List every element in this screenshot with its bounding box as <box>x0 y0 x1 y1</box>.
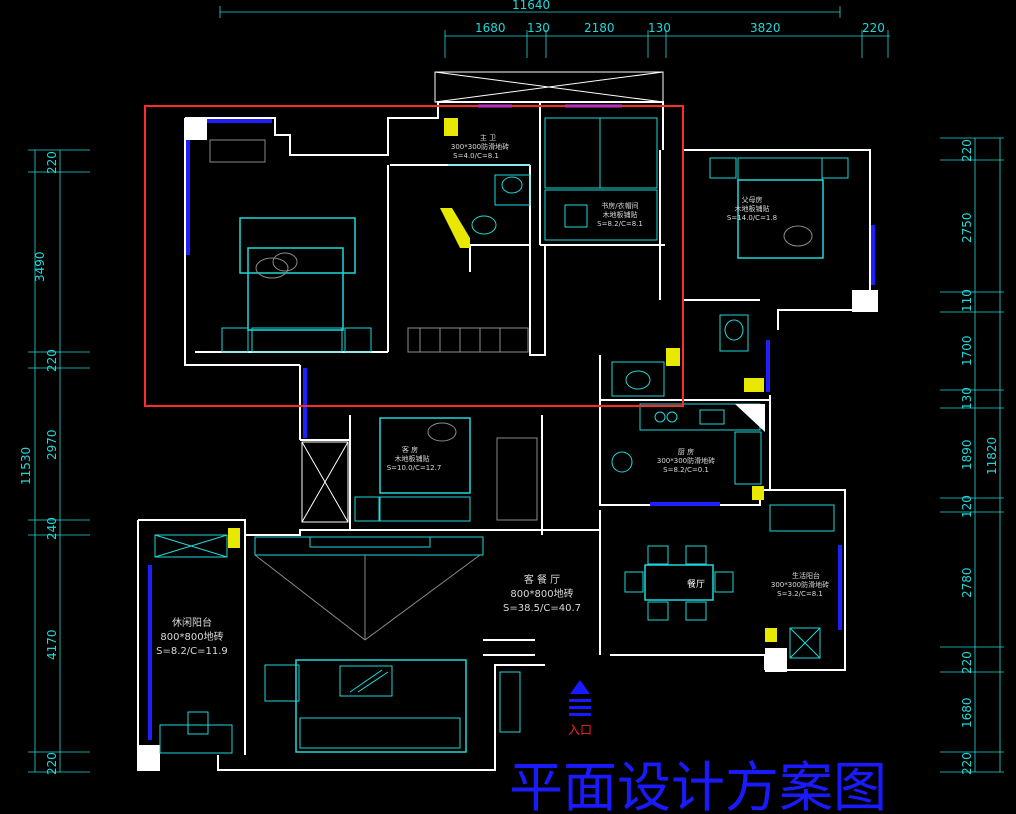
entrance-marker: 入口 <box>568 680 592 737</box>
basin <box>471 215 497 235</box>
parents-room-area: S=14.0/C=1.8 <box>727 214 777 222</box>
right-segment-11: 220 <box>960 752 974 775</box>
dining-name: 餐厅 <box>687 578 705 590</box>
parents-room-name: 父母房 <box>742 195 763 204</box>
top-segment-2: 130 <box>527 21 550 35</box>
master-bath-area: S=4.0/C=8.1 <box>453 152 499 160</box>
kitchen-area: S=8.2/C=0.1 <box>663 466 709 474</box>
living-dining-floor: 800*800地砖 <box>510 587 573 600</box>
page-title: 平面设计方案图 <box>509 756 887 814</box>
coffee-table <box>339 665 393 697</box>
dining-table <box>644 564 714 601</box>
master-headboard <box>239 217 356 274</box>
right-segment-10: 1680 <box>960 697 974 728</box>
right-total-dimension: 11820 <box>985 437 999 475</box>
top-segment-3: 2180 <box>584 21 615 35</box>
furniture <box>154 117 849 754</box>
right-segment-1: 220 <box>960 139 974 162</box>
column-marker <box>765 628 777 642</box>
left-segment-5: 240 <box>45 517 59 540</box>
column-marker <box>440 208 470 248</box>
right-segment-3: 110 <box>960 289 974 312</box>
guest-bed <box>379 417 471 494</box>
right-dimension: 11820 220 2750 110 1700 130 1890 120 278… <box>940 137 1004 775</box>
top-segment-5: 3820 <box>750 21 781 35</box>
kitchen-name: 厨 房 <box>678 447 694 456</box>
utility-balcony-area: S=3.2/C=8.1 <box>777 590 823 598</box>
left-segment-2: 3490 <box>33 251 47 282</box>
column-marker <box>744 378 764 392</box>
guest-room-floor: 木地板铺贴 <box>395 454 430 463</box>
left-segment-1: 220 <box>45 151 59 174</box>
entrance-arrow-icon <box>570 680 590 694</box>
right-segment-2: 2750 <box>960 212 974 243</box>
toilet <box>494 174 531 206</box>
laundry-basin <box>625 370 651 390</box>
right-segment-9: 220 <box>960 651 974 674</box>
top-dimension: 11640 1680 130 2180 130 3820 220 <box>219 0 890 58</box>
left-segment-3: 220 <box>45 349 59 372</box>
column-marker <box>444 118 458 136</box>
highlight-box <box>144 105 684 407</box>
top-segment-4: 130 <box>648 21 671 35</box>
sofa <box>295 659 467 753</box>
left-total-dimension: 11530 <box>19 447 33 485</box>
right-segment-7: 120 <box>960 495 974 518</box>
study-area: S=8.2/C=8.1 <box>597 220 643 228</box>
left-segment-7: 220 <box>45 752 59 775</box>
column-marker <box>765 648 787 672</box>
guest-room-area: S=10.0/C=12.7 <box>387 464 442 472</box>
master-bath-name: 主 卫 <box>480 133 496 142</box>
utility-balcony-name: 生活阳台 <box>792 571 820 580</box>
left-segment-4: 2970 <box>45 429 59 460</box>
right-segment-8: 2780 <box>960 567 974 598</box>
top-segment-6: 220 <box>862 21 885 35</box>
room-labels: 主 卫 300*300防滑地砖 S=4.0/C=8.1 书房/衣帽间 木地板铺贴… <box>156 133 829 657</box>
left-segment-6: 4170 <box>45 629 59 660</box>
living-dining-name: 客 餐 厅 <box>524 573 560 586</box>
kitchen-floor: 300*300防滑地砖 <box>657 456 715 465</box>
column-marker <box>666 348 680 366</box>
guest-wardrobe <box>496 437 538 521</box>
study-name: 书房/衣帽间 <box>601 201 638 210</box>
leisure-balcony-name: 休闲阳台 <box>172 616 212 629</box>
parents-room-floor: 木地板铺贴 <box>735 204 770 213</box>
master-bath-floor: 300*300防滑地砖 <box>451 142 509 151</box>
leisure-balcony-floor: 800*800地砖 <box>160 630 223 643</box>
right-segment-4: 1700 <box>960 335 974 366</box>
study-floor: 木地板铺贴 <box>603 210 638 219</box>
tv-cabinet <box>309 536 431 548</box>
living-dining-area: S=38.5/C=40.7 <box>503 603 581 614</box>
column-marker <box>852 290 878 312</box>
washing-machine <box>769 504 835 532</box>
utility-balcony-floor: 300*300防滑地砖 <box>771 580 829 589</box>
top-segment-1: 1680 <box>475 21 506 35</box>
wardrobe <box>407 327 529 353</box>
study-shelf <box>544 117 658 189</box>
column-marker <box>138 745 160 770</box>
master-bed <box>247 247 344 331</box>
entrance-label: 入口 <box>568 723 592 737</box>
guest-room-name: 客 房 <box>402 445 418 454</box>
column-marker <box>228 528 240 548</box>
right-segment-5: 130 <box>960 387 974 410</box>
column-marker <box>185 118 207 140</box>
column-marker <box>752 486 764 500</box>
right-segment-6: 1890 <box>960 439 974 470</box>
top-total-dimension: 11640 <box>512 0 550 12</box>
study-desk <box>544 189 658 241</box>
walls <box>137 71 871 771</box>
leisure-balcony-area: S=8.2/C=11.9 <box>156 646 228 657</box>
left-dimension: 11530 220 3490 220 2970 240 4170 220 <box>19 149 90 775</box>
columns <box>138 118 878 770</box>
